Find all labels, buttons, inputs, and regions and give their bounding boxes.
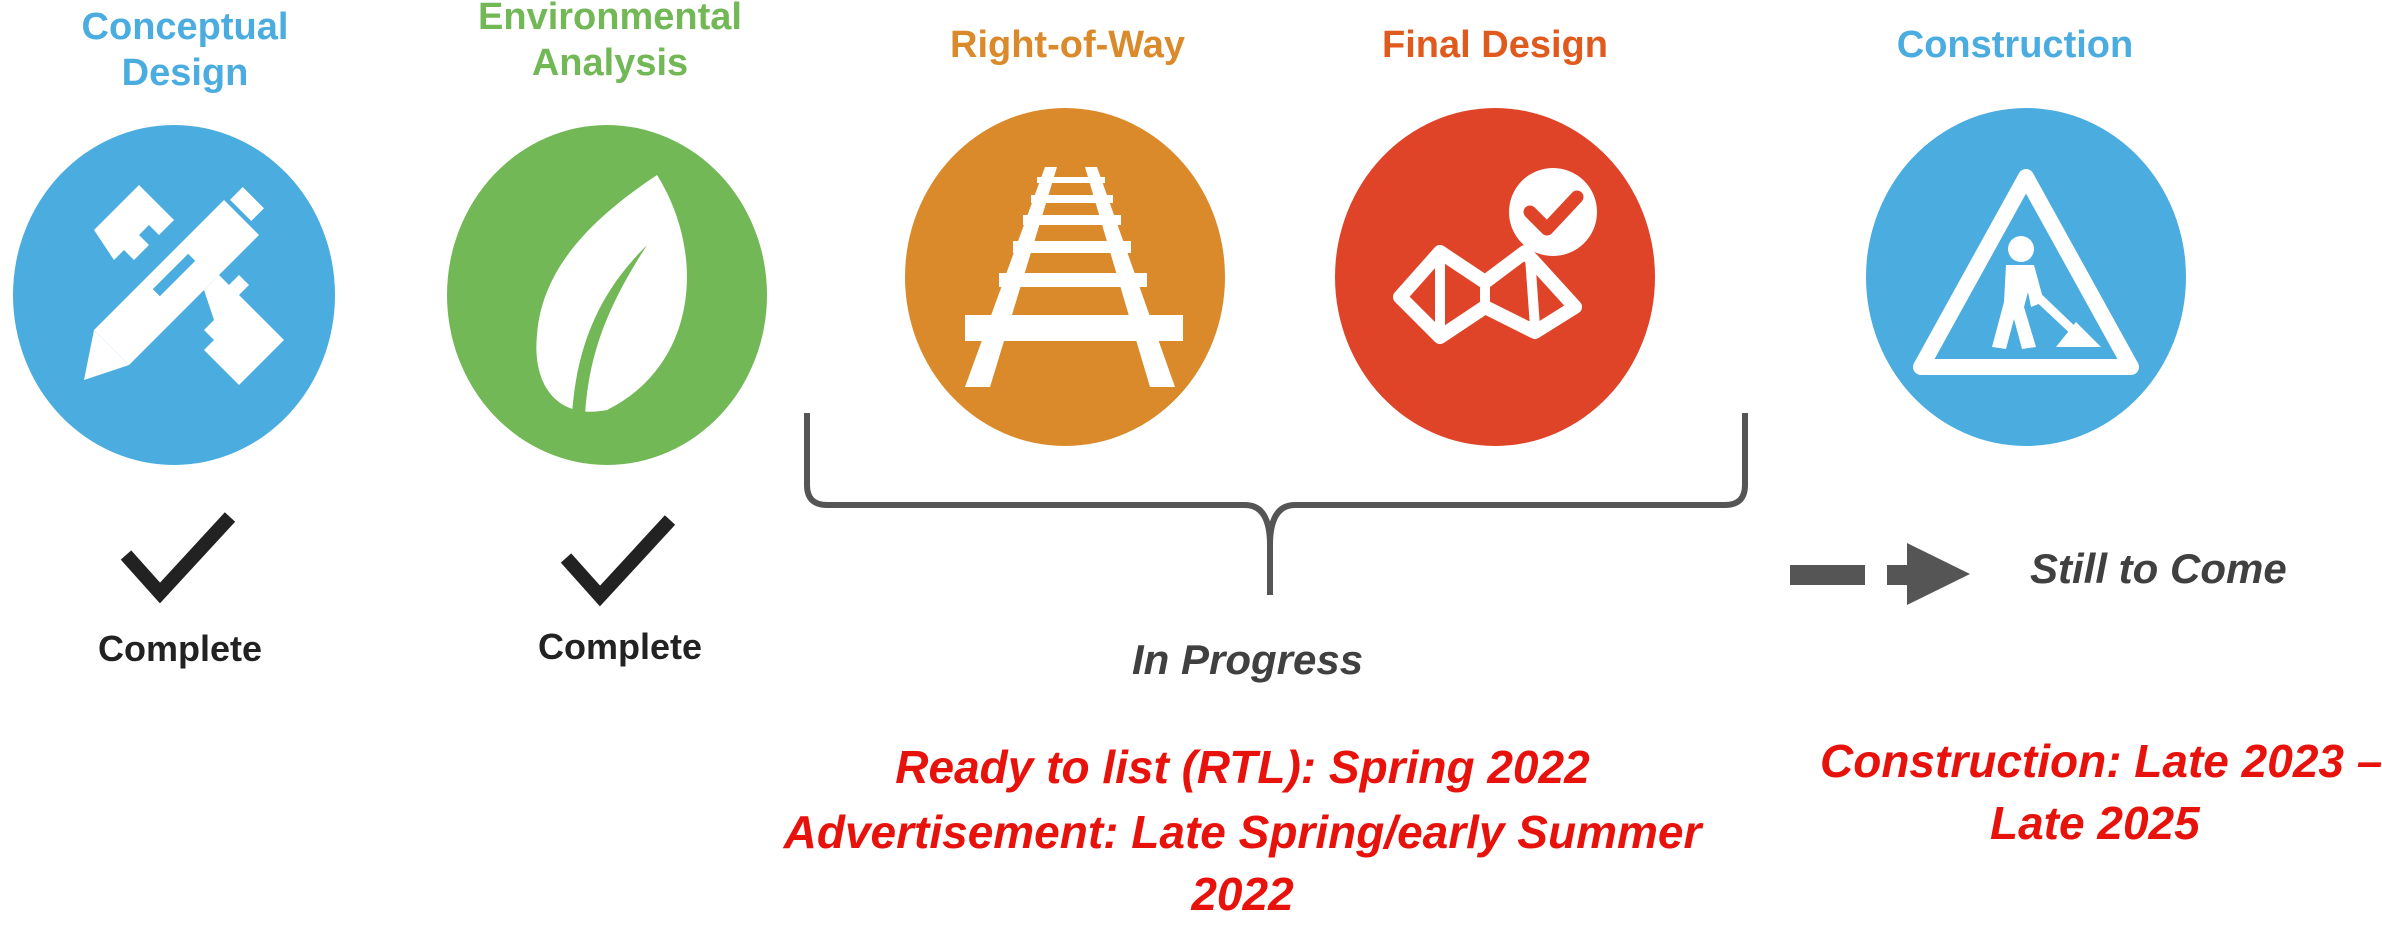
pencil-ruler-icon [84, 185, 284, 385]
arrow-right-icon [1790, 543, 1970, 605]
environmental-analysis-circle [447, 125, 767, 465]
status-still-to-come: Still to Come [2030, 545, 2287, 592]
stage-title-final-design: Final Design [1382, 24, 1608, 66]
note-construction-line1: Construction: Late 2023 – [1820, 735, 2382, 787]
conceptual-design-circle [13, 125, 335, 465]
stage-title-environmental-analysis: Environmental Analysis [478, 0, 742, 84]
railroad-track-icon [965, 167, 1183, 387]
leaf-icon [536, 175, 687, 415]
in-progress-bracket [804, 413, 1748, 595]
status-complete-environmental: Complete [537, 626, 703, 667]
right-of-way-circle [905, 108, 1225, 446]
construction-circle [1866, 108, 2186, 446]
checkmark-icon-environmental [560, 515, 676, 607]
note-advertisement-line2: Advertisement: Late Spring/early Summer [783, 806, 1702, 858]
stage-title-conceptual-design: Conceptual Design [81, 6, 289, 94]
stage-title-construction: Construction [1896, 24, 2134, 66]
note-construction-line2: Late 2025 [1990, 797, 2200, 849]
final-design-circle [1335, 108, 1655, 446]
note-advertisement-line3: 2022 [1191, 868, 1294, 920]
status-complete-conceptual: Complete [97, 628, 263, 669]
construction-sign-icon [1913, 169, 2139, 375]
status-in-progress: In Progress [1132, 636, 1364, 683]
map-check-icon [1393, 168, 1597, 344]
checkmark-icon-conceptual [120, 512, 236, 604]
stage-title-right-of-way: Right-of-Way [950, 24, 1185, 66]
note-rtl-line1: Ready to list (RTL): Spring 2022 [895, 741, 1590, 793]
